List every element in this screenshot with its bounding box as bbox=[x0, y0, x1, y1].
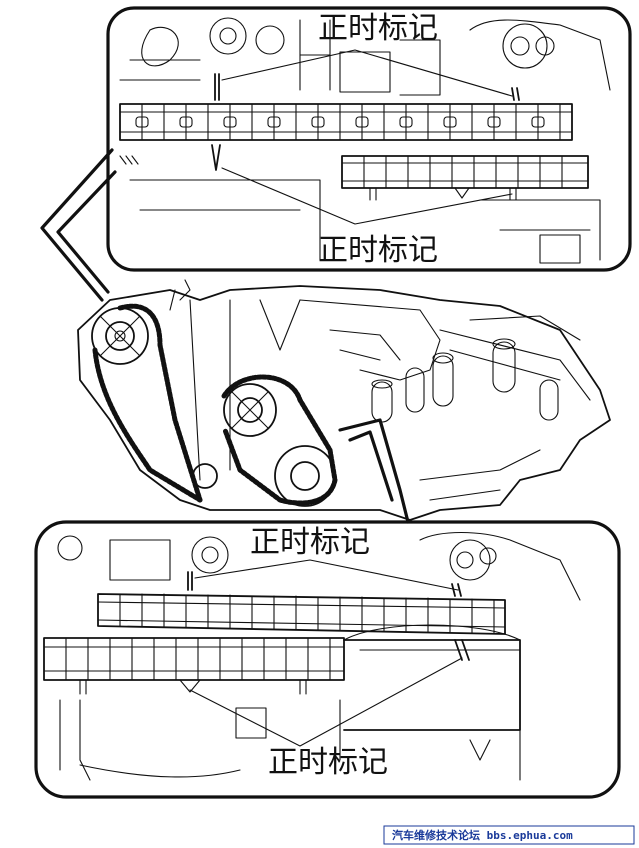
top-inset-engine-sketch bbox=[119, 17, 611, 264]
bottom-mark-pin-right bbox=[451, 583, 462, 597]
middle-sprocket bbox=[223, 383, 277, 437]
top-mark-pin-lower bbox=[211, 144, 221, 171]
bottom-inset-lower-label: 正时标记 bbox=[268, 745, 388, 780]
bottom-mark-pin-lower bbox=[454, 639, 470, 661]
bottom-inset: 正时标记 正时标记 bbox=[34, 520, 621, 799]
top-inset-pointer bbox=[40, 148, 114, 302]
top-inset-upper-label: 正时标记 bbox=[318, 11, 438, 46]
lower-sprocket bbox=[192, 445, 336, 507]
top-mark-pin-left bbox=[214, 73, 220, 101]
top-mark-pin-right bbox=[511, 87, 520, 101]
bottom-inset-chain-upper bbox=[97, 593, 506, 635]
right-chain bbox=[221, 374, 338, 506]
bottom-mark-pin-left bbox=[187, 571, 193, 591]
top-upper-leader bbox=[221, 49, 513, 97]
top-inset-lower-label: 正时标记 bbox=[318, 233, 438, 268]
camshafts bbox=[371, 338, 559, 423]
left-sprocket bbox=[91, 307, 149, 365]
svg-text:汽车维修技术论坛 bbs.ephua.com: 汽车维修技术论坛 bbs.ephua.com bbox=[392, 828, 573, 842]
top-inset-chain-upper bbox=[119, 103, 573, 141]
top-inset-chain-lower bbox=[341, 155, 589, 201]
bottom-inset-chain-lower bbox=[43, 637, 345, 695]
top-lower-leader bbox=[221, 167, 513, 225]
bottom-inset-upper-label: 正时标记 bbox=[250, 525, 370, 560]
bottom-upper-leader bbox=[194, 559, 459, 591]
bottom-inset-engine-sketch bbox=[57, 531, 581, 781]
engine-block-outline bbox=[77, 285, 611, 521]
bottom-inset-frame bbox=[34, 520, 621, 799]
bottom-inset-pointer bbox=[338, 418, 410, 524]
top-inset-frame bbox=[106, 6, 632, 272]
top-inset: 正时标记 正时标记 bbox=[40, 6, 632, 302]
left-chain bbox=[117, 303, 203, 503]
engine-assembly bbox=[77, 279, 611, 524]
bottom-lower-leader bbox=[189, 657, 463, 747]
watermark: 汽车维修技术论坛 bbs.ephua.com bbox=[383, 825, 635, 845]
